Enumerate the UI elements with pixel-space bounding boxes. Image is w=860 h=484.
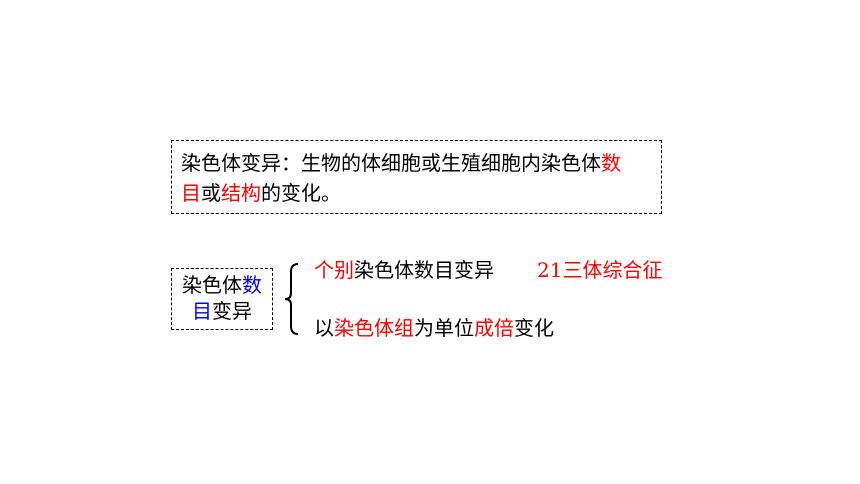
- type-box-line-1: 染色体数: [172, 272, 272, 298]
- type-box-line-2: 目变异: [172, 298, 272, 324]
- branch-1-text: 染色体数目变异: [354, 258, 494, 282]
- definition-line-1: 染色体变异：生物的体细胞或生殖细胞内染色体数: [181, 148, 661, 178]
- type-box-text: 染色体: [182, 273, 242, 297]
- branch-2-text-c: 变化: [514, 316, 554, 340]
- number-variation-box: 染色体数 目变异: [171, 268, 273, 330]
- type-box-highlight: 数: [242, 273, 262, 297]
- branch-2-text-a: 以: [314, 316, 334, 340]
- definition-text-end: 的变化。: [261, 181, 341, 205]
- definition-box: 染色体变异：生物的体细胞或生殖细胞内染色体数 目或结构的变化。: [171, 140, 662, 214]
- branch-2-text-b: 为单位: [414, 316, 474, 340]
- branch-2-highlight-multiple: 成倍: [474, 316, 514, 340]
- branch-1-highlight: 个别: [314, 258, 354, 282]
- type-box-text-end: 变异: [212, 299, 252, 323]
- branch-chromosome-set-variation: 以染色体组为单位成倍变化: [314, 315, 554, 341]
- definition-text: 染色体变异：生物的体细胞或生殖细胞内染色体: [181, 151, 601, 175]
- curly-brace-icon: [284, 263, 299, 335]
- definition-highlight-number: 数: [601, 151, 621, 175]
- type-box-highlight-cont: 目: [192, 299, 212, 323]
- example-trisomy-21: 21三体综合征: [537, 258, 663, 282]
- definition-highlight-number-cont: 目: [181, 181, 201, 205]
- definition-highlight-structure: 结构: [221, 181, 261, 205]
- definition-text-or: 或: [201, 181, 221, 205]
- branch-individual-variation: 个别染色体数目变异: [314, 257, 494, 283]
- branch-2-highlight-set: 染色体组: [334, 316, 414, 340]
- definition-line-2: 目或结构的变化。: [181, 178, 661, 208]
